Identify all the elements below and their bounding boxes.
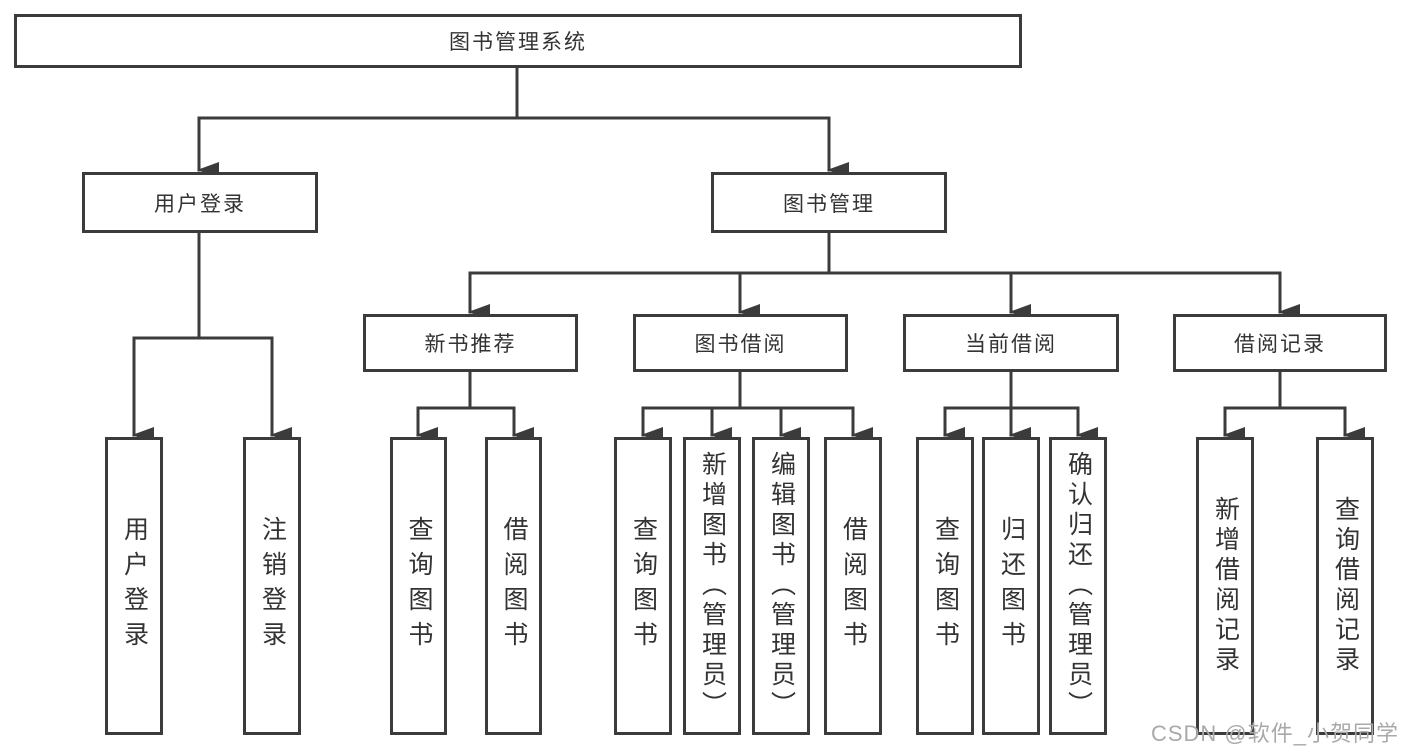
leaf-query-borrow-record: 查询借阅记录 bbox=[1316, 437, 1374, 735]
leaf-add-borrow-record-label: 新增借阅记录 bbox=[1211, 496, 1240, 676]
leaf-return-books: 归还图书 bbox=[982, 437, 1040, 735]
leaf-query-books-1: 查询图书 bbox=[390, 437, 447, 735]
node-borrow-records-label: 借阅记录 bbox=[1234, 333, 1326, 356]
node-book-management-label: 图书管理 bbox=[783, 192, 875, 216]
node-book-management: 图书管理 bbox=[711, 172, 947, 233]
leaf-borrow-books-2-label: 借阅图书 bbox=[839, 516, 868, 656]
node-user-login-label: 用户登录 bbox=[154, 192, 246, 216]
leaf-query-books-1-label: 查询图书 bbox=[405, 516, 433, 656]
leaf-query-borrow-record-label: 查询借阅记录 bbox=[1331, 496, 1360, 676]
leaf-add-books-admin: 新增图书（管理员） bbox=[683, 437, 741, 735]
leaf-borrow-books-2: 借阅图书 bbox=[824, 437, 882, 735]
leaf-logout: 注销登录 bbox=[243, 437, 301, 735]
node-user-login: 用户登录 bbox=[82, 172, 318, 233]
leaf-query-books-3-label: 查询图书 bbox=[931, 516, 960, 656]
node-new-book-recommend-label: 新书推荐 bbox=[424, 333, 517, 356]
node-new-book-recommend: 新书推荐 bbox=[363, 314, 578, 372]
node-current-borrowing: 当前借阅 bbox=[903, 314, 1119, 372]
leaf-confirm-return-admin: 确认归还（管理员） bbox=[1049, 437, 1107, 735]
leaf-query-books-3: 查询图书 bbox=[916, 437, 974, 735]
leaf-edit-books-admin-label: 编辑图书（管理员） bbox=[767, 451, 796, 721]
leaf-query-books-2: 查询图书 bbox=[614, 437, 672, 735]
leaf-borrow-books-1-label: 借阅图书 bbox=[500, 516, 528, 656]
leaf-return-books-label: 归还图书 bbox=[997, 516, 1026, 656]
leaf-user-login-label: 用户登录 bbox=[120, 516, 149, 656]
leaf-borrow-books-1: 借阅图书 bbox=[485, 437, 542, 735]
leaf-query-books-2-label: 查询图书 bbox=[629, 516, 658, 656]
node-library-system-label: 图书管理系统 bbox=[449, 31, 587, 54]
csdn-watermark: CSDN @软件_小贺同学 bbox=[1150, 721, 1399, 746]
node-current-borrowing-label: 当前借阅 bbox=[965, 333, 1057, 356]
node-library-system: 图书管理系统 bbox=[14, 14, 1022, 68]
node-borrow-records: 借阅记录 bbox=[1173, 314, 1387, 372]
leaf-logout-label: 注销登录 bbox=[258, 516, 287, 656]
leaf-add-borrow-record: 新增借阅记录 bbox=[1196, 437, 1254, 735]
node-book-borrowing: 图书借阅 bbox=[633, 314, 848, 372]
leaf-user-login: 用户登录 bbox=[105, 437, 163, 735]
leaf-confirm-return-admin-label: 确认归还（管理员） bbox=[1064, 451, 1093, 721]
leaf-edit-books-admin: 编辑图书（管理员） bbox=[752, 437, 810, 735]
leaf-add-books-admin-label: 新增图书（管理员） bbox=[698, 451, 727, 721]
node-book-borrowing-label: 图书借阅 bbox=[694, 333, 787, 356]
